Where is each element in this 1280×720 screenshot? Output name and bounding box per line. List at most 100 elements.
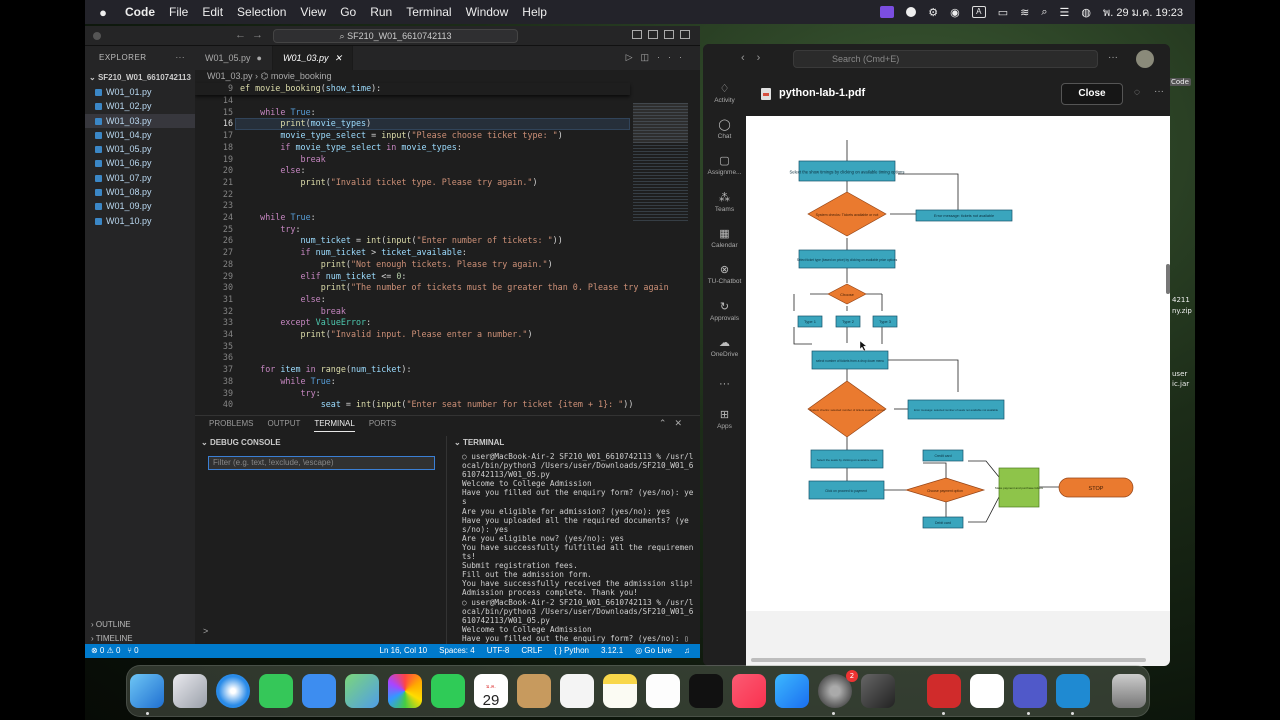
code-line[interactable]: break: [300, 153, 326, 164]
toggle-sidebar-icon[interactable]: [632, 30, 642, 39]
close-tab-icon[interactable]: ✕: [334, 53, 343, 63]
rail-calendar[interactable]: ▦Calendar: [703, 227, 746, 249]
rail-approvals[interactable]: ↻Approvals: [703, 300, 746, 322]
tab-output[interactable]: OUTPUT: [267, 419, 301, 428]
app-store-icon[interactable]: [775, 674, 809, 708]
code-line[interactable]: while True:: [280, 375, 336, 386]
code-line[interactable]: print("Not enough tickets. Please try ag…: [320, 258, 553, 269]
explorer-file[interactable]: W01_05.py: [85, 142, 195, 156]
explorer-file[interactable]: W01_10.py: [85, 214, 195, 228]
reminders-icon[interactable]: [560, 674, 594, 708]
code-line[interactable]: while True:: [260, 212, 316, 222]
battery-icon[interactable]: ▭: [997, 6, 1009, 19]
status-ports[interactable]: ⑂ 0: [127, 646, 139, 655]
rail-chat[interactable]: ◯Chat: [703, 118, 746, 140]
terminal-header[interactable]: ⌄ TERMINAL: [454, 438, 505, 447]
minimap[interactable]: [633, 103, 688, 223]
tab-terminal[interactable]: TERMINAL: [314, 416, 355, 432]
debug-console-header[interactable]: ⌄ DEBUG CONSOLE: [201, 438, 281, 447]
photos-icon[interactable]: [388, 674, 422, 708]
menu-window[interactable]: Window: [465, 5, 509, 19]
tab-w01-03[interactable]: W01_03.py✕: [272, 46, 354, 70]
rail-tu-chatbot[interactable]: ⊗TU-Chatbot: [703, 263, 746, 285]
status-encoding[interactable]: UTF-8: [486, 646, 510, 655]
tab-ports[interactable]: PORTS: [368, 419, 397, 428]
facetime-icon[interactable]: [431, 674, 465, 708]
freeform-icon[interactable]: [646, 674, 680, 708]
debug-filter-input[interactable]: Filter (e.g. text, !exclude, \escape): [208, 456, 435, 470]
accessibility-icon[interactable]: ◉: [950, 6, 960, 19]
explorer-folder[interactable]: ⌄ SF210_W01_6610742113: [89, 73, 191, 82]
menu-selection[interactable]: Selection: [237, 5, 287, 19]
more-icon[interactable]: ···: [175, 53, 185, 62]
app-menu[interactable]: Code: [125, 5, 155, 19]
command-center[interactable]: ⌕ SF210_W01_6610742113: [273, 29, 518, 43]
mail-icon[interactable]: [302, 674, 336, 708]
control-center-icon[interactable]: ☰: [1059, 6, 1070, 19]
chatgpt-icon[interactable]: [970, 674, 1004, 708]
status-problems[interactable]: ⊗ 0 ⚠ 0: [91, 646, 121, 655]
teams-more-icon[interactable]: ···: [1108, 52, 1118, 63]
teams-nav-arrows-icon[interactable]: ‹›: [741, 52, 773, 64]
code-line[interactable]: else:: [280, 165, 306, 176]
microsoft-teams-icon[interactable]: [1013, 674, 1047, 708]
messages-icon[interactable]: [259, 674, 293, 708]
apple-menu-icon[interactable]: ●: [99, 4, 107, 20]
run-icon[interactable]: ▷: [625, 52, 641, 62]
notifications-bell-icon[interactable]: ♫: [684, 646, 690, 655]
timeline-section[interactable]: › TIMELINE: [91, 634, 133, 643]
outline-section[interactable]: › OUTLINE: [91, 620, 131, 629]
code-line[interactable]: print("Invalid ticket type. Please try a…: [300, 176, 538, 187]
launchpad-icon[interactable]: [173, 674, 207, 708]
code-line[interactable]: except ValueError:: [280, 317, 372, 328]
desktop-label[interactable]: Code: [1169, 78, 1191, 86]
teams-search-input[interactable]: Search (Cmd+E): [793, 50, 1098, 68]
calendar-app-icon[interactable]: ม.ค. 29: [474, 674, 508, 709]
open-chat-icon[interactable]: ◌: [1134, 87, 1140, 98]
vscode-icon[interactable]: [1056, 674, 1090, 708]
explorer-file[interactable]: W01_06.py: [85, 156, 195, 170]
wifi-icon[interactable]: ≋: [1020, 6, 1030, 19]
menubar-clock[interactable]: พ. 29 ม.ค. 19:23: [1103, 7, 1183, 19]
breadcrumb-file[interactable]: W01_03.py: [207, 71, 253, 81]
finder-icon[interactable]: [130, 674, 164, 708]
code-line[interactable]: seat = int(input("Enter seat number for …: [320, 399, 634, 410]
code-line[interactable]: print("Invalid input. Please enter a num…: [300, 329, 533, 339]
code-line[interactable]: for item in range(num_ticket):: [260, 364, 412, 375]
code-line[interactable]: if num_ticket > ticket_available:: [300, 247, 467, 258]
code-line[interactable]: elif num_ticket <= 0:: [300, 270, 407, 281]
pdf-vertical-scrollbar[interactable]: [1166, 264, 1170, 294]
record-icon[interactable]: [906, 7, 917, 17]
controls-icon[interactable]: ⚙: [928, 6, 939, 19]
explorer-file-selected[interactable]: W01_03.py: [85, 113, 195, 128]
menu-file[interactable]: File: [169, 5, 189, 19]
siri-icon[interactable]: ◍: [1081, 6, 1092, 19]
explorer-file[interactable]: W01_02.py: [85, 99, 195, 113]
menu-go[interactable]: Go: [340, 5, 357, 19]
rail-teams[interactable]: ⁂Teams: [703, 191, 746, 213]
rail-more[interactable]: ···: [703, 378, 746, 392]
tab-w01-05[interactable]: W01_05.py●: [195, 46, 273, 70]
rail-assignments[interactable]: ▢Assignme...: [703, 154, 746, 176]
status-indentation[interactable]: Spaces: 4: [439, 646, 475, 655]
menu-run[interactable]: Run: [370, 5, 393, 19]
code-line[interactable]: break: [320, 305, 346, 316]
apple-tv-icon[interactable]: [689, 674, 723, 708]
explorer-file[interactable]: W01_01.py: [85, 85, 195, 99]
nav-arrows-icon[interactable]: ←→: [235, 29, 269, 41]
toggle-panel-icon[interactable]: [648, 30, 658, 39]
breadcrumb-symbol[interactable]: movie_booking: [270, 71, 332, 81]
toggle-secondary-sidebar-icon[interactable]: [664, 30, 674, 39]
rail-activity[interactable]: ♢Activity: [703, 82, 746, 104]
maps-icon[interactable]: [345, 674, 379, 708]
menu-help[interactable]: Help: [522, 5, 547, 19]
code-line[interactable]: if movie_type_select in movie_types:: [280, 141, 462, 152]
split-editor-icon[interactable]: ◫: [640, 52, 657, 62]
desktop-label[interactable]: ic.jar: [1172, 380, 1190, 388]
code-line[interactable]: movie_type_select = input("Please choose…: [280, 130, 563, 141]
status-language[interactable]: { } Python: [554, 646, 589, 655]
code-line[interactable]: num_ticket = int(input("Enter number of …: [300, 235, 563, 246]
contacts-icon[interactable]: [517, 674, 551, 708]
menu-terminal[interactable]: Terminal: [406, 5, 452, 19]
